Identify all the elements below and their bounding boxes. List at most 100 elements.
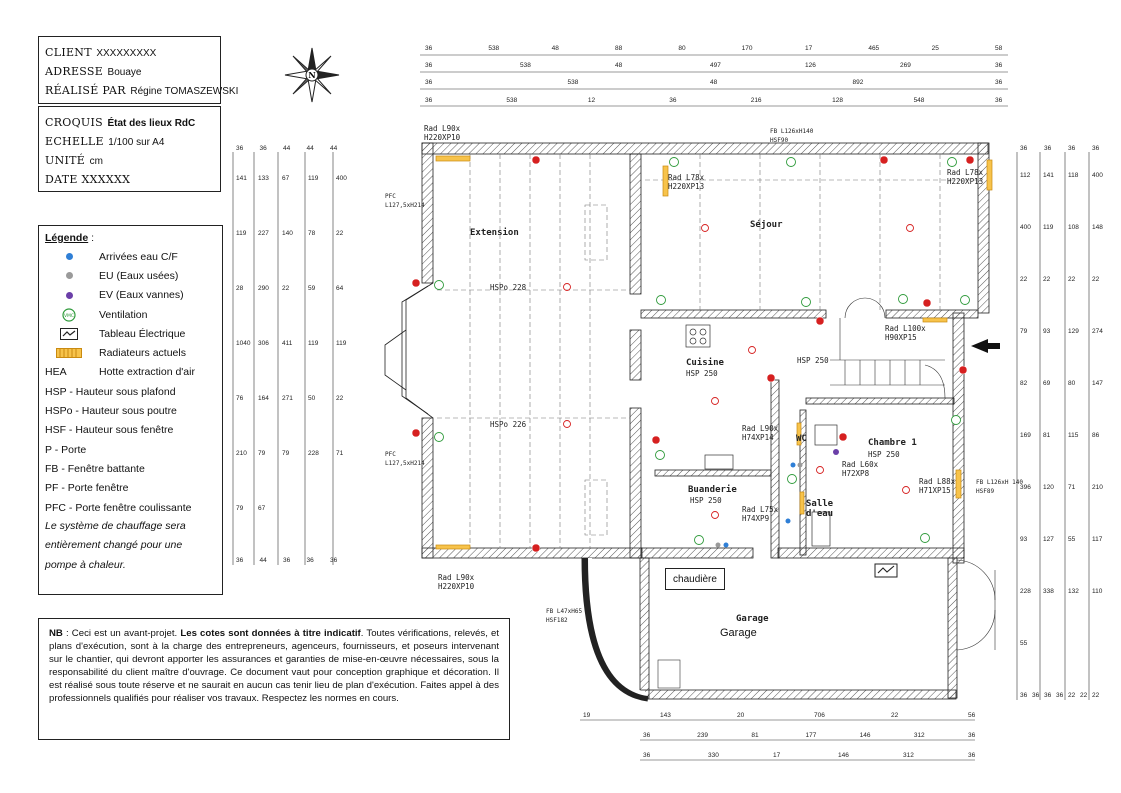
dim-left: 119 bbox=[236, 230, 247, 237]
plan-electric-panel bbox=[874, 563, 898, 578]
dim-top-1: 88 bbox=[615, 45, 623, 52]
dim-top-1: 25 bbox=[931, 45, 939, 52]
dim-right-foot: 36 bbox=[1056, 692, 1064, 699]
dim-left: 22 bbox=[282, 285, 290, 292]
nb-box: NB : Ceci est un avant-projet. Les cotes… bbox=[38, 618, 510, 740]
dim-right: 400 bbox=[1020, 224, 1031, 231]
dim-bottom-3: 146 bbox=[838, 752, 849, 759]
hspo-228: HSPo 228 bbox=[490, 283, 527, 292]
dim-bottom-1: 56 bbox=[968, 712, 976, 719]
dim-left: 133 bbox=[258, 175, 269, 182]
dim-left: 1040 bbox=[236, 340, 251, 347]
date-label: DATE XXXXXX bbox=[45, 173, 131, 186]
dim-left: 227 bbox=[258, 230, 269, 237]
dim-top-2: 497 bbox=[710, 62, 721, 69]
dim-bottom-3: 312 bbox=[903, 752, 914, 759]
dim-bottom-2: 36 bbox=[643, 732, 651, 739]
dim-top-3: 48 bbox=[710, 79, 718, 86]
dim-right-foot: 36 bbox=[1032, 692, 1040, 699]
croquis-value: État des lieux RdC bbox=[107, 118, 196, 129]
dim-left: 290 bbox=[258, 285, 269, 292]
croquis-box: CROQUIS État des lieux RdC ECHELLE 1/100… bbox=[38, 106, 221, 192]
dim-left: 79 bbox=[236, 505, 244, 512]
dim-left: 78 bbox=[308, 230, 316, 237]
dim-left: 400 bbox=[336, 175, 347, 182]
plan-walls bbox=[421, 142, 990, 700]
dim-right: 148 bbox=[1092, 224, 1103, 231]
plan-water-points bbox=[715, 449, 839, 548]
dim-right-foot: 22 bbox=[1080, 692, 1088, 699]
dim-right: 71 bbox=[1068, 484, 1076, 491]
dim-right: 120 bbox=[1043, 484, 1054, 491]
dim-top-4: 128 bbox=[832, 97, 843, 104]
nb-bold: Les cotes sont données à titre indicatif bbox=[180, 628, 361, 639]
dim-top-2: 269 bbox=[900, 62, 911, 69]
nb-text-1: : Ceci est un avant-projet. bbox=[62, 628, 181, 639]
dim-right: 80 bbox=[1068, 380, 1076, 387]
dim-bottom-1: 20 bbox=[737, 712, 745, 719]
legend-item-ev: EV (Eaux vannes) bbox=[45, 286, 216, 305]
dim-left: 119 bbox=[308, 340, 319, 347]
dim-top-4: 12 bbox=[587, 97, 596, 104]
dim-bottom-2: 239 bbox=[697, 732, 709, 739]
echelle-value: 1/100 sur A4 bbox=[108, 137, 165, 148]
dim-right: 69 bbox=[1043, 380, 1051, 387]
dim-top-3: 36 bbox=[995, 79, 1003, 86]
legend-abbr-hsf: HSF - Hauteur sous fenêtre bbox=[45, 424, 174, 437]
dim-left: 119 bbox=[308, 175, 319, 182]
dim-left: 210 bbox=[236, 450, 247, 457]
dim-left: 140 bbox=[282, 230, 293, 237]
croquis-label: CROQUIS bbox=[45, 116, 103, 129]
dim-top-3: 36 bbox=[425, 79, 433, 86]
plan-vmc bbox=[434, 157, 970, 545]
legend-abbr-pf: PF - Porte fenêtre bbox=[45, 482, 129, 495]
dim-right: 82 bbox=[1020, 380, 1028, 387]
dim-bottom-2: 146 bbox=[859, 732, 871, 739]
dim-top-1: 465 bbox=[868, 45, 880, 52]
dim-left: 79 bbox=[258, 450, 266, 457]
dim-right: 81 bbox=[1043, 432, 1051, 439]
dim-right: 115 bbox=[1068, 432, 1079, 439]
legend-title: Légende bbox=[45, 232, 89, 244]
room-cuisine: Cuisine bbox=[686, 358, 724, 368]
dim-left-head: 44 bbox=[306, 145, 314, 152]
room-sejour: Séjour bbox=[750, 220, 783, 230]
plan-radiators bbox=[435, 155, 993, 550]
dim-top-2: 36 bbox=[995, 62, 1003, 69]
dim-left: 71 bbox=[336, 450, 344, 457]
dim-bottom-3: 36 bbox=[968, 752, 976, 759]
dim-right: 110 bbox=[1092, 588, 1103, 595]
dim-top-2: 36 bbox=[425, 62, 433, 69]
dim-left-foot: 36 bbox=[330, 557, 338, 564]
buanderie-hsp: HSP 250 bbox=[690, 496, 722, 505]
dim-right: 93 bbox=[1020, 536, 1028, 543]
legend-abbr-hsp: HSP - Hauteur sous plafond bbox=[45, 385, 176, 398]
room-buanderie: Buanderie bbox=[688, 485, 737, 495]
dim-left-foot: 36 bbox=[306, 557, 314, 564]
dim-right: 129 bbox=[1068, 328, 1079, 335]
legend-title-suffix: : bbox=[88, 232, 95, 244]
svg-text:N: N bbox=[308, 70, 315, 80]
dim-left: 228 bbox=[308, 450, 319, 457]
nb-label: NB bbox=[49, 628, 63, 639]
dim-right: 79 bbox=[1020, 328, 1028, 335]
dim-right-foot: 36 bbox=[1044, 692, 1052, 699]
svg-text:VMC: VMC bbox=[64, 313, 74, 319]
dim-left-head: 44 bbox=[283, 145, 291, 152]
dim-bottom-1: 706 bbox=[814, 712, 825, 719]
bay-window bbox=[384, 282, 434, 419]
dim-left: 22 bbox=[336, 230, 344, 237]
client-value: XXXXXXXXX bbox=[96, 48, 157, 59]
dim-right-head: 36 bbox=[1044, 145, 1052, 152]
dim-right: 55 bbox=[1068, 536, 1076, 543]
compass-rose-icon: N bbox=[284, 47, 340, 103]
room-extension: Extension bbox=[470, 228, 519, 238]
legend-note: Le système de chauffage sera entièrement… bbox=[45, 520, 186, 571]
dim-left: 411 bbox=[282, 340, 293, 347]
